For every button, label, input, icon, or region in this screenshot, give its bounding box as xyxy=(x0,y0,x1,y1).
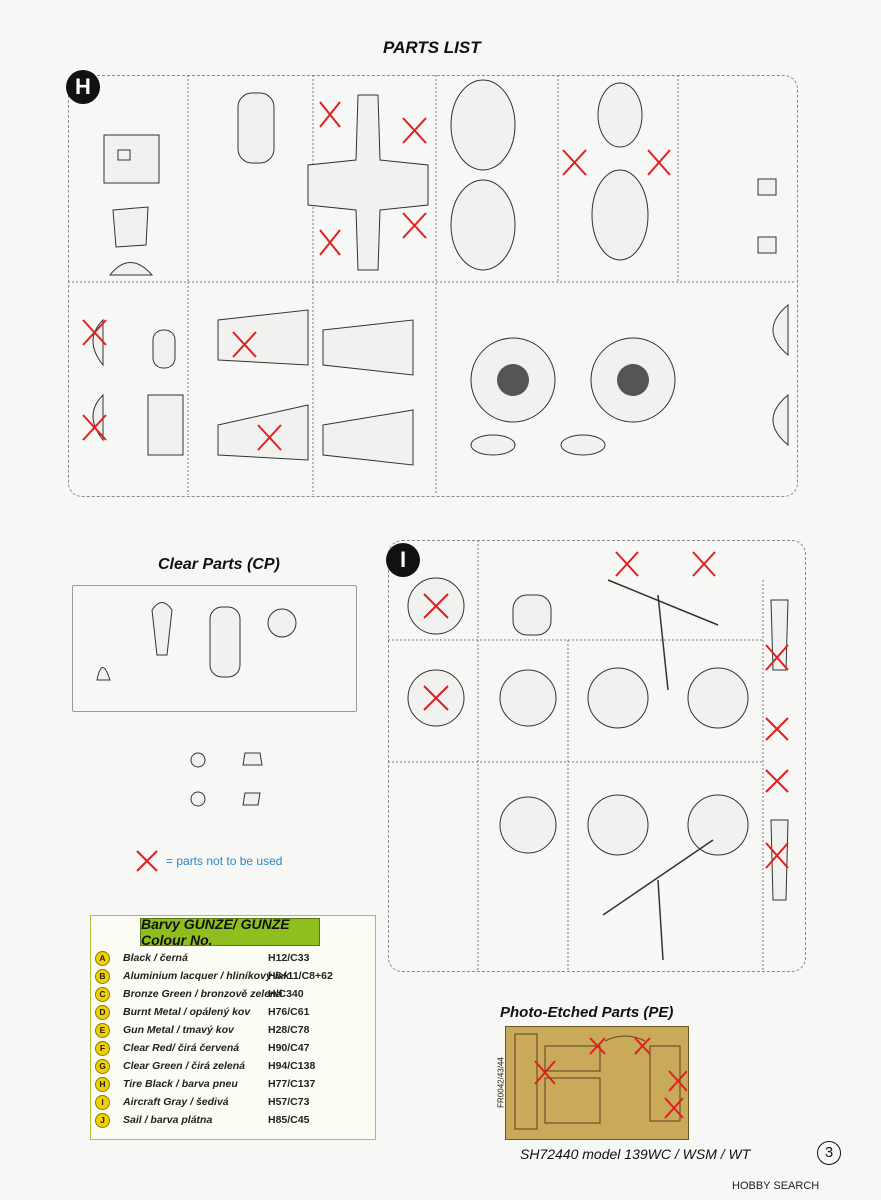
colour-name: Black / černá xyxy=(123,952,188,964)
colour-table-header: Barvy GUNZE/ GUNZE Colour No. xyxy=(140,916,320,948)
sprue-i-drawing xyxy=(388,540,789,970)
colour-row: I Aircraft Gray / šedivá H57/C73 xyxy=(95,1095,365,1111)
colour-row: B Aluminium lacquer / hliníkový lak H8+1… xyxy=(95,969,365,985)
watermark-logo: HOBBY SEARCH xyxy=(732,1180,820,1192)
sprue-h-badge: H xyxy=(66,70,100,104)
colour-code: H77/C137 xyxy=(268,1078,316,1090)
colour-name: Sail / barva plátna xyxy=(123,1114,213,1126)
sprue-h-frame xyxy=(68,75,798,497)
legend-text: = parts not to be used xyxy=(166,854,283,868)
colour-code: H8+11/C8+62 xyxy=(268,970,333,982)
colour-code: H94/C138 xyxy=(268,1060,316,1072)
page-title: PARTS LIST xyxy=(383,38,481,57)
colour-letter: J xyxy=(95,1113,110,1128)
colour-code: H57/C73 xyxy=(268,1096,310,1108)
colour-name: Aircraft Gray / šedivá xyxy=(123,1096,229,1108)
colour-name: Bronze Green / bronzově zelená xyxy=(123,988,283,1000)
clear-parts-title: Clear Parts (CP) xyxy=(158,556,280,573)
clear-parts-frame xyxy=(72,585,357,712)
colour-letter: I xyxy=(95,1095,110,1110)
colour-letter: B xyxy=(95,969,110,984)
sprue-i-badge: I xyxy=(386,543,420,577)
colour-code: H76/C61 xyxy=(268,1006,310,1018)
colour-row: C Bronze Green / bronzově zelená H/C340 xyxy=(95,987,365,1003)
clear-parts-small xyxy=(190,752,263,807)
colour-row: A Black / černá H12/C33 xyxy=(95,951,365,967)
colour-code: H90/C47 xyxy=(268,1042,310,1054)
colour-name: Clear Red/ čirá červená xyxy=(123,1042,240,1054)
colour-letter: A xyxy=(95,951,110,966)
colour-letter: E xyxy=(95,1023,110,1038)
colour-name: Burnt Metal / opálený kov xyxy=(123,1006,251,1018)
colour-code: H28/C78 xyxy=(268,1024,310,1036)
colour-name: Clear Green / čirá zelená xyxy=(123,1060,245,1072)
colour-letter: H xyxy=(95,1077,110,1092)
sprue-h-drawing xyxy=(68,75,796,495)
colour-name: Gun Metal / tmavý kov xyxy=(123,1024,234,1036)
pe-parts-drawing xyxy=(514,1033,687,1130)
photo-etched-title: Photo-Etched Parts (PE) xyxy=(500,1004,674,1021)
cross-icon xyxy=(136,850,158,872)
page-number: 3 xyxy=(817,1141,841,1165)
colour-row: H Tire Black / barva pneu H77/C137 xyxy=(95,1077,365,1093)
colour-row: F Clear Red/ čirá červená H90/C47 xyxy=(95,1041,365,1057)
colour-table xyxy=(90,915,376,1140)
colour-row: G Clear Green / čirá zelená H94/C138 xyxy=(95,1059,365,1075)
footer-model-text: SH72440 model 139WC / WSM / WT xyxy=(520,1146,751,1162)
colour-row: J Sail / barva plátna H85/C45 xyxy=(95,1113,365,1129)
colour-name: Aluminium lacquer / hliníkový lak xyxy=(123,970,290,982)
colour-name: Tire Black / barva pneu xyxy=(123,1078,238,1090)
colour-row: D Burnt Metal / opálený kov H76/C61 xyxy=(95,1005,365,1021)
clear-parts-drawing xyxy=(96,602,297,681)
colour-letter: G xyxy=(95,1059,110,1074)
colour-code: H85/C45 xyxy=(268,1114,310,1126)
colour-code: H/C340 xyxy=(268,988,304,1000)
colour-row: E Gun Metal / tmavý kov H28/C78 xyxy=(95,1023,365,1039)
sprue-i-frame xyxy=(388,540,806,972)
colour-code: H12/C33 xyxy=(268,952,310,964)
colour-letter: F xyxy=(95,1041,110,1056)
colour-letter: D xyxy=(95,1005,110,1020)
colour-letter: C xyxy=(95,987,110,1002)
